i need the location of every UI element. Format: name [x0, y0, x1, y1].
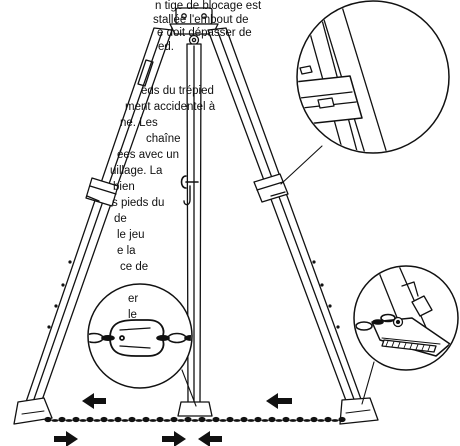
chain-link	[268, 416, 276, 423]
chain-link	[233, 419, 241, 422]
chain-link	[58, 416, 66, 423]
chain-link	[275, 419, 283, 422]
direction-arrows	[54, 393, 292, 446]
text-line: s pieds du	[112, 197, 165, 209]
text-line: ment accidentel à	[125, 101, 216, 113]
left-leg	[13, 27, 173, 425]
chain-link	[331, 419, 339, 422]
leader-line-carabiner	[181, 369, 197, 407]
text-line: er	[128, 293, 139, 305]
chain-link	[51, 419, 59, 422]
chain-link	[135, 419, 143, 422]
chain-link	[303, 419, 311, 422]
detail-chain	[89, 332, 191, 344]
leader-line-clamp	[280, 145, 323, 185]
chain-link	[191, 419, 199, 422]
arrow-left-lower	[198, 431, 222, 446]
chain-link	[100, 416, 108, 423]
chain-link	[289, 419, 297, 422]
arrow-right-lower-2	[162, 431, 186, 446]
chain-link	[296, 416, 304, 423]
chain-link	[72, 416, 80, 423]
chain-link	[163, 419, 171, 422]
chain-link	[86, 416, 94, 423]
chain-link	[65, 419, 73, 422]
text-line: chaîne	[146, 133, 181, 145]
chain-link	[261, 419, 269, 422]
text-line: le	[128, 309, 137, 321]
chain-link	[310, 416, 318, 423]
text-line: bien	[113, 181, 135, 193]
chain-link	[324, 416, 332, 423]
text-line: n tige de blocage est	[155, 0, 262, 12]
chain-link	[44, 416, 52, 423]
chain-link	[282, 416, 290, 423]
text-line: uillage. La	[110, 165, 163, 177]
chain-link	[247, 419, 255, 422]
text-line: de	[114, 213, 127, 225]
text-line: ce de	[120, 261, 149, 273]
text-line: stallée l'embout de	[153, 13, 249, 26]
chain-link	[338, 416, 346, 423]
detail-circle-carabiner	[87, 283, 193, 389]
chain-link	[121, 419, 129, 422]
chain-link	[205, 419, 213, 422]
text-line: e la	[117, 245, 136, 257]
chain-link	[156, 416, 164, 423]
center-leg	[177, 43, 213, 417]
chain-link	[254, 416, 262, 423]
text-line: ne. Les	[120, 117, 158, 129]
arrow-right-lower-1	[54, 431, 78, 446]
text-line: ées avec un	[117, 149, 180, 161]
text-block-top: n tige de blocage est stallée l'embout d…	[0, 0, 261, 54]
chain-link	[212, 416, 220, 423]
chain-link	[149, 419, 157, 422]
detail-circle-clamp	[296, 0, 450, 154]
chain-link	[128, 416, 136, 423]
arrow-left-upper-2	[266, 393, 292, 409]
chain-link	[142, 416, 150, 423]
chain-link	[93, 419, 101, 422]
chain-link	[177, 419, 185, 422]
arrow-left-upper-1	[82, 393, 106, 409]
ground-chain	[44, 416, 346, 423]
text-line: eds du trépied	[141, 85, 214, 97]
chain-link	[107, 419, 115, 422]
chain-link	[184, 416, 192, 423]
carabiner	[109, 319, 165, 357]
chain-link	[226, 416, 234, 423]
detail-circle-foot	[353, 265, 459, 371]
right-leg	[207, 27, 379, 425]
chain-link	[114, 416, 122, 423]
chain-link	[170, 416, 178, 423]
chain-link	[198, 416, 206, 423]
text-line: le jeu	[117, 229, 145, 241]
chain-link	[240, 416, 248, 423]
leader-line-foot	[361, 361, 375, 405]
text-line: ed.	[158, 40, 174, 53]
chain-link	[317, 419, 325, 422]
text-line: e doit dépasser de	[157, 27, 252, 40]
chain-link	[79, 419, 87, 422]
chain-link	[219, 419, 227, 422]
